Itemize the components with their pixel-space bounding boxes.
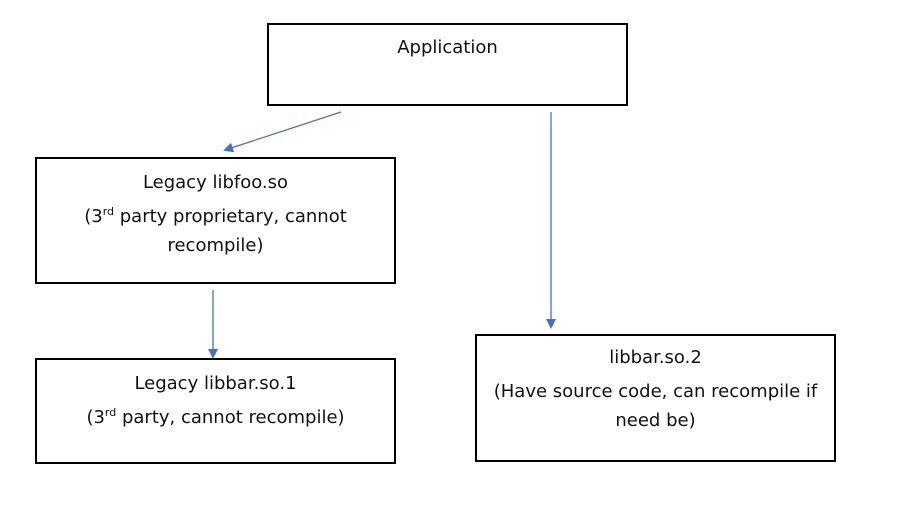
libfoo-box: Legacy libfoo.so (3rd party proprietary,… [35,157,396,284]
libbar1-desc-superscript: rd [104,405,117,419]
libbar1-desc-prefix: (3 [86,406,105,428]
libbar1-desc-suffix: party, cannot recompile) [116,406,345,428]
libfoo-desc-prefix: (3 [84,205,103,227]
libfoo-desc-suffix: party proprietary, cannot recompile) [114,205,347,257]
libfoo-desc-superscript: rd [102,204,115,218]
libbar1-title: Legacy libbar.so.1 [134,373,297,394]
libfoo-description: (3rd party proprietary, cannot recompile… [37,202,394,261]
libbar2-box: libbar.so.2 (Have source code, can recom… [475,334,836,462]
libbar1-description: (3rd party, cannot recompile) [37,403,394,433]
libbar1-box: Legacy libbar.so.1 (3rd party, cannot re… [35,358,396,464]
libbar2-description: (Have source code, can recompile if need… [493,380,818,432]
application-title: Application [397,37,498,58]
libfoo-title: Legacy libfoo.so [142,172,289,193]
application-box: Application [267,23,628,106]
arrow-application-to-libfoo [223,111,342,153]
libbar2-title: libbar.so.2 [609,347,702,368]
